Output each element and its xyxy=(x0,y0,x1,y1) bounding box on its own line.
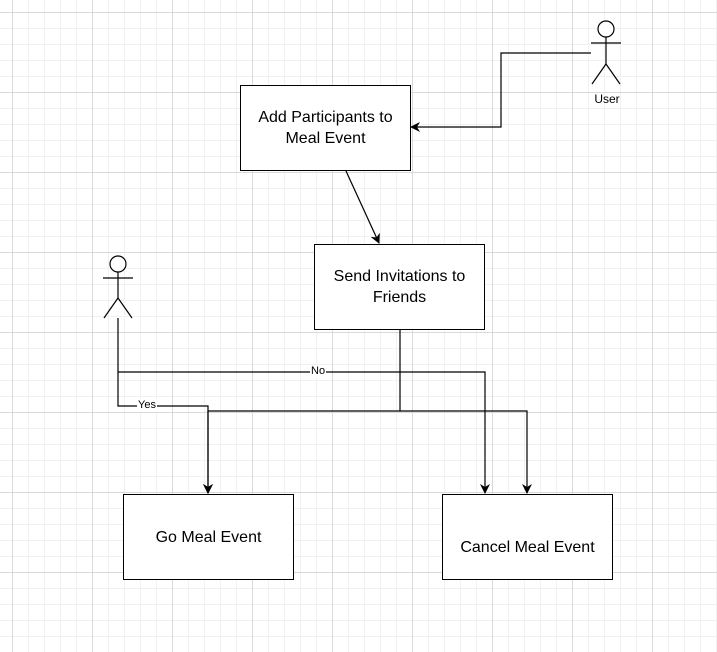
edge-label-no: No xyxy=(310,365,327,378)
user-actor-figure xyxy=(591,20,621,85)
cancel-meal-event-label: Cancel Meal Event xyxy=(460,538,595,556)
user-actor-label: User xyxy=(594,92,620,106)
add-participants-node[interactable]: Add Participants to Meal Event xyxy=(240,85,411,171)
go-meal-event-node[interactable]: Go Meal Event xyxy=(123,494,294,580)
cancel-meal-event-node[interactable]: Cancel Meal Event xyxy=(442,494,613,580)
edge-send-invitations-to-go-meal-event xyxy=(203,330,401,494)
go-meal-event-label: Go Meal Event xyxy=(155,528,262,546)
send-invitations-label: Send Invitations to Friends xyxy=(333,268,466,306)
edge-send-invitations-to-cancel-meal-event xyxy=(400,410,532,494)
edge-user-to-add-participants xyxy=(410,52,591,132)
edge-friend-no-to-cancel-meal-event xyxy=(117,318,490,494)
add-participants-label: Add Participants to Meal Event xyxy=(258,109,393,147)
edge-friend-yes-to-go-meal-event xyxy=(117,372,213,494)
send-invitations-node[interactable]: Send Invitations to Friends xyxy=(314,244,485,330)
friend-actor-figure xyxy=(103,255,133,319)
edge-label-yes: Yes xyxy=(137,399,157,412)
edge-add-participants-to-send-invitations xyxy=(345,170,380,244)
